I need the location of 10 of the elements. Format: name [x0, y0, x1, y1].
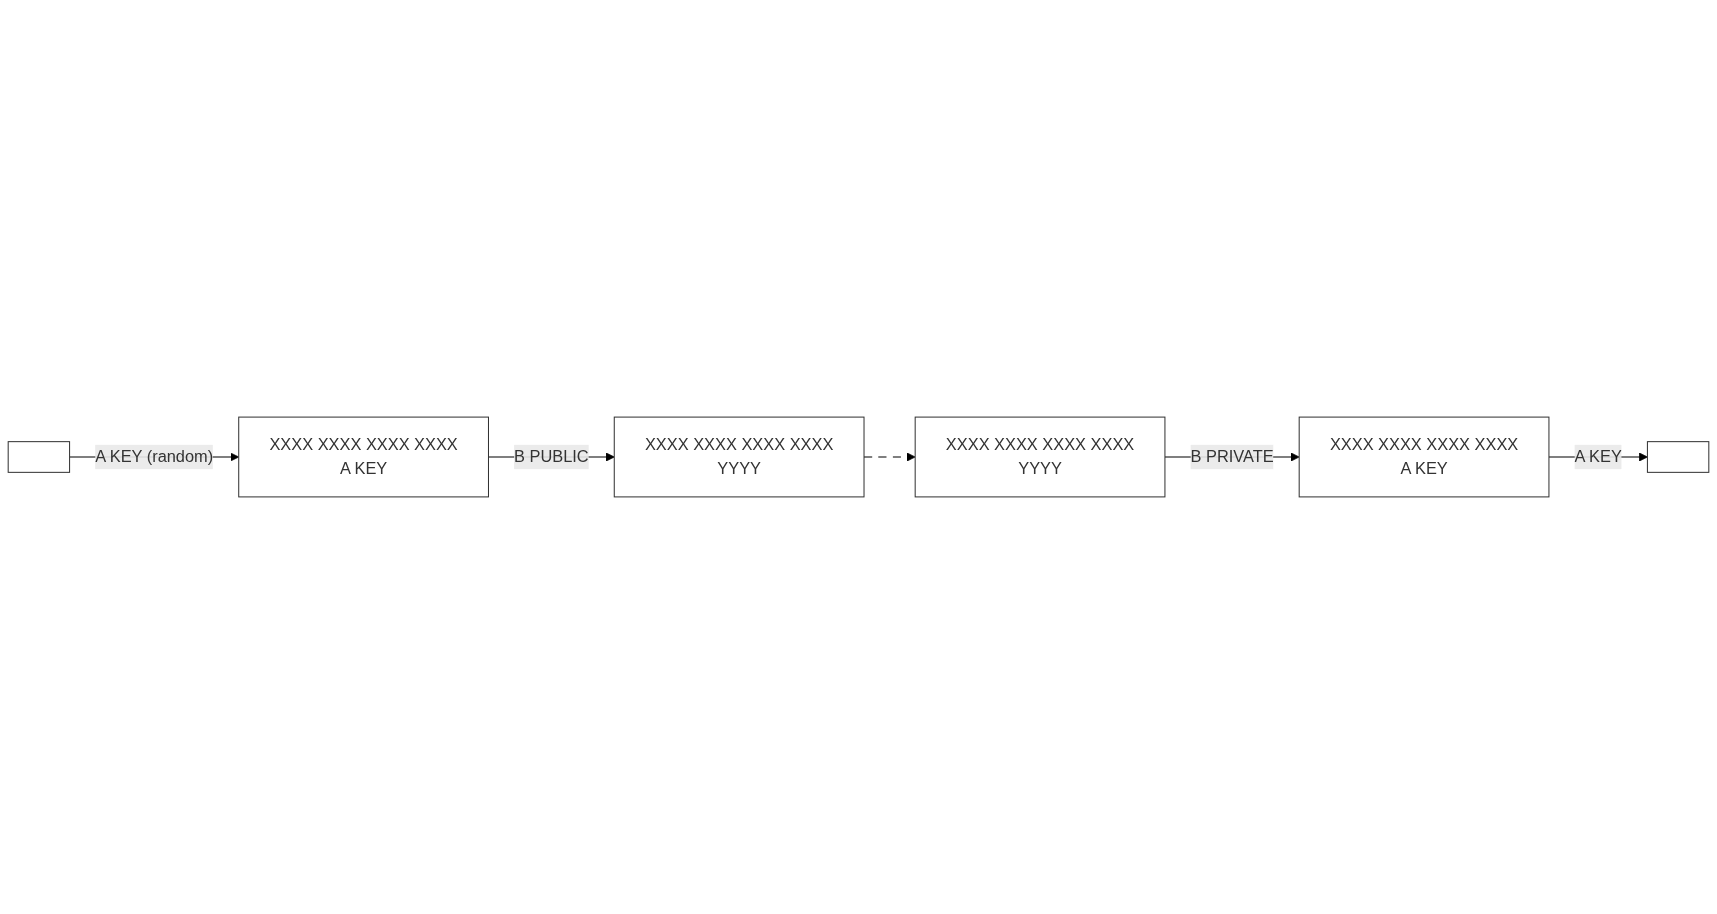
node-box	[7, 441, 71, 473]
edge-label: B PUBLIC	[514, 447, 589, 466]
node-box: XXXX XXXX XXXX XXXX YYYY	[914, 416, 1166, 498]
edge-label: A KEY (random)	[95, 447, 214, 466]
node-box	[1646, 441, 1710, 473]
edge-label: B PRIVATE	[1190, 447, 1274, 466]
node-box: XXXX XXXX XXXX XXXX YYYY	[613, 416, 865, 498]
node-box: XXXX XXXX XXXX XXXX A KEY	[1298, 416, 1550, 498]
edge-label: A KEY	[1574, 447, 1622, 466]
node-box: XXXX XXXX XXXX XXXX A KEY	[238, 416, 489, 498]
